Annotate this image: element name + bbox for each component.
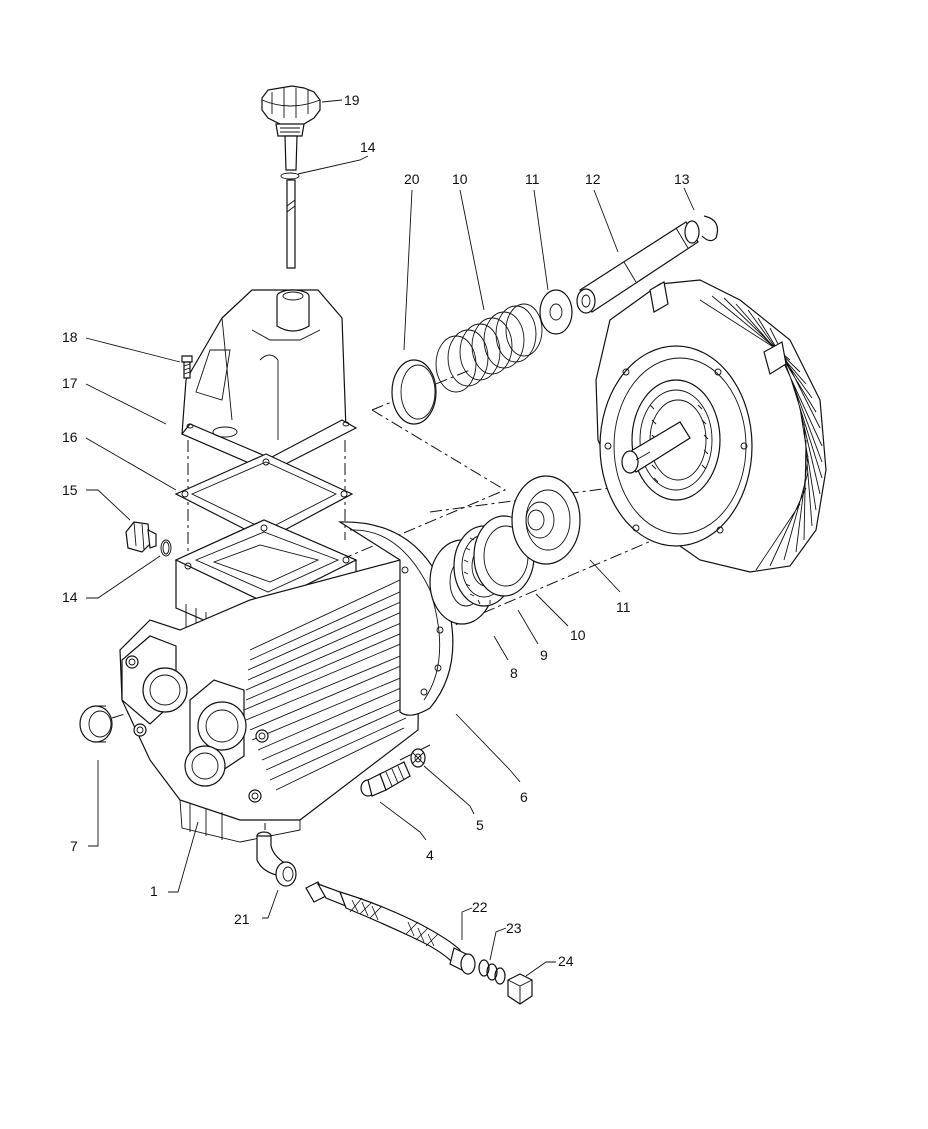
oil-filler-cap	[261, 85, 321, 137]
motor-housing	[595, 279, 827, 573]
spring	[435, 303, 543, 393]
hex-plug	[507, 973, 533, 1005]
callout-6: 6	[520, 789, 528, 805]
callout-12: 10	[452, 171, 468, 187]
drive-shaft	[576, 220, 700, 314]
callout-10: 10	[570, 627, 586, 643]
elbow-fitting	[256, 831, 297, 887]
lock-washer	[410, 748, 426, 768]
crankcase	[119, 519, 421, 843]
flange-screw	[360, 761, 411, 797]
callout-19: 17	[62, 375, 78, 391]
callout-18: 16	[62, 429, 78, 445]
o-rings	[478, 959, 506, 985]
callout-22: 20	[404, 171, 420, 187]
cover-screw	[181, 355, 193, 379]
callout-4: 4	[426, 847, 434, 863]
callout-labels: 19 14 20 10 11 12 13 18 17 16 15 14 7 1 …	[62, 92, 690, 969]
hose-assembly	[305, 881, 476, 975]
callout-20: 18	[62, 329, 78, 345]
callout-16-top: 14	[360, 139, 376, 155]
callout-24: 22	[472, 899, 488, 915]
dipstick	[280, 135, 300, 269]
callout-14: 12	[585, 171, 601, 187]
callout-25: 23	[506, 920, 522, 936]
rear-cover	[181, 289, 358, 473]
callout-23: 21	[234, 911, 250, 927]
callout-21: 19	[344, 92, 360, 108]
callout-13: 11	[525, 171, 540, 187]
bearing-cap	[511, 475, 581, 565]
callout-17: 15	[62, 482, 78, 498]
callout-16-left: 14	[62, 589, 78, 605]
retaining-ring	[391, 359, 437, 425]
callout-9: 9	[540, 647, 548, 663]
leader-lines	[85, 99, 695, 977]
drain-plug	[125, 521, 157, 553]
callout-11: 11	[616, 599, 631, 615]
seal-plug	[79, 705, 113, 743]
circlip	[701, 215, 719, 242]
thrust-washer	[539, 289, 573, 335]
callout-7: 7	[70, 838, 78, 854]
callout-5: 5	[476, 817, 484, 833]
callout-8: 8	[510, 665, 518, 681]
callout-1: 1	[150, 883, 158, 899]
callout-15: 13	[674, 171, 690, 187]
plug-o-ring	[160, 539, 172, 557]
callout-26: 24	[558, 953, 574, 969]
